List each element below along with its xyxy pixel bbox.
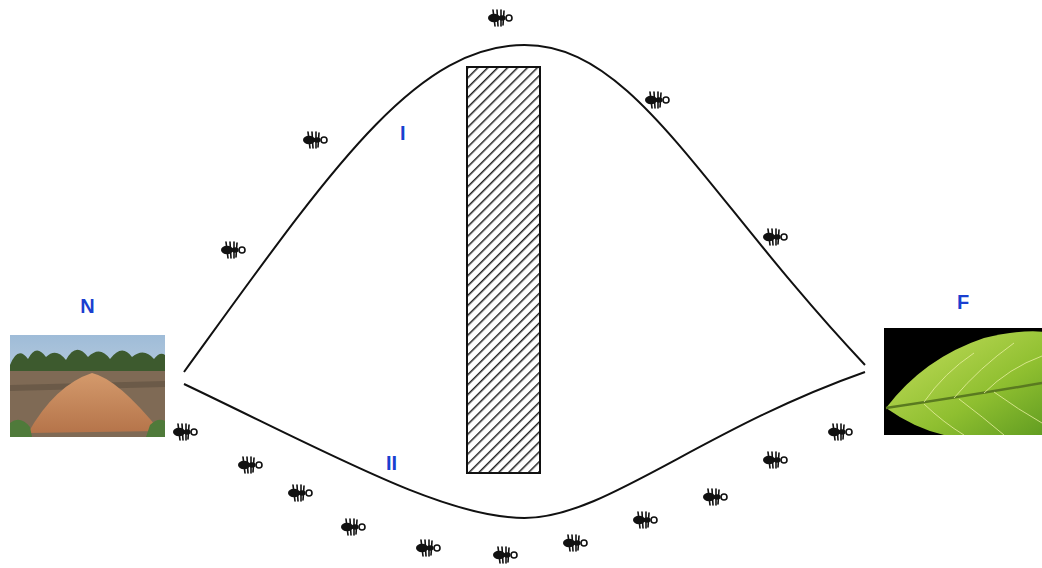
- ants: [173, 10, 852, 563]
- obstacle: [467, 67, 540, 473]
- ant-path: [184, 372, 865, 518]
- photo: [884, 328, 1042, 439]
- photo: [10, 335, 165, 441]
- site-letter: N: [10, 294, 165, 318]
- site-letter: F: [884, 290, 1042, 314]
- path-number: I: [398, 121, 408, 145]
- ant-path: [184, 45, 865, 372]
- path-number: II: [384, 451, 399, 475]
- site-picture: N: [10, 294, 165, 437]
- site-picture: F: [884, 290, 1042, 435]
